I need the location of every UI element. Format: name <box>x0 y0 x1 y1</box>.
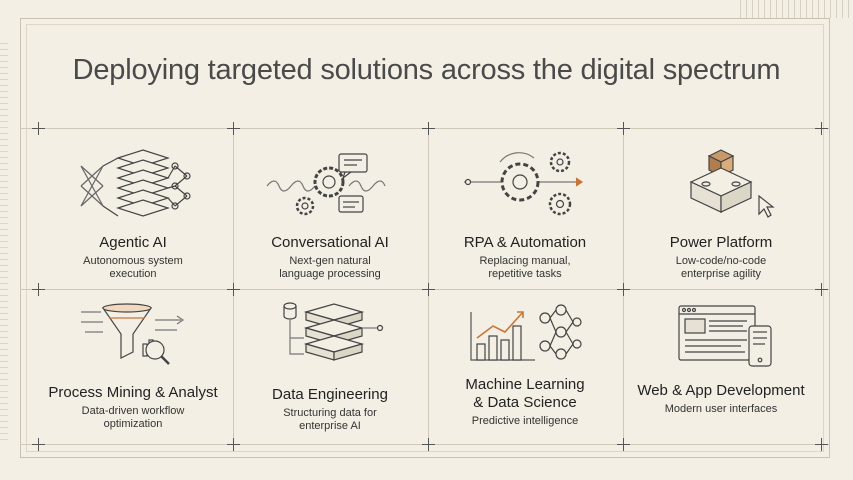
card-title: Agentic AI <box>99 234 167 251</box>
card-desc-line1: Structuring data for <box>283 407 377 419</box>
card-desc-line1: Autonomous system <box>83 255 183 267</box>
funnel-magnifier-icon <box>81 303 185 365</box>
card-rpa-automation: RPA & Automation Replacing manual, repet… <box>430 146 620 281</box>
outer-frame <box>20 18 830 458</box>
card-title: Web & App Development <box>637 382 805 399</box>
card-desc-line1: Replacing manual, <box>479 255 571 267</box>
card-process-mining: Process Mining & Analyst Data-driven wor… <box>38 298 228 431</box>
card-desc-line1: Low-code/no-code <box>675 255 767 267</box>
crosshair-icon <box>32 122 45 135</box>
crosshair-icon <box>32 283 45 296</box>
card-title: Conversational AI <box>271 234 389 251</box>
card-agentic-ai: Agentic AI Autonomous system execution <box>38 146 228 281</box>
card-desc-line1: Data-driven workflow <box>81 405 185 417</box>
card-desc-line1: Next-gen natural <box>289 255 371 267</box>
ruler-left <box>0 40 8 440</box>
browser-phone-icon <box>678 305 772 367</box>
crosshair-icon <box>422 122 435 135</box>
card-machine-learning: Machine Learning & Data Science Predicti… <box>430 298 620 428</box>
inner-frame <box>26 24 824 452</box>
card-data-engineering: Data Engineering Structuring data for en… <box>235 298 425 433</box>
crosshair-icon <box>815 122 828 135</box>
card-conversational-ai: Conversational AI Next-gen natural langu… <box>235 146 425 281</box>
crosshair-icon <box>227 122 240 135</box>
card-title: RPA & Automation <box>463 234 587 251</box>
card-title: Power Platform <box>669 234 773 251</box>
blocks-cursor-icon <box>689 149 775 218</box>
neural-network-icon <box>80 149 191 217</box>
ruler-top <box>740 0 853 18</box>
card-title-line2: & Data Science <box>473 394 577 411</box>
card-title-line1: Machine Learning <box>465 376 585 393</box>
card-desc-line1: Modern user interfaces <box>664 403 778 415</box>
crosshair-icon <box>422 438 435 451</box>
card-desc-line2: repetitive tasks <box>488 268 562 280</box>
page-title: Deploying targeted solutions across the … <box>72 54 781 86</box>
crosshair-icon <box>227 283 240 296</box>
crosshair-icon <box>617 122 630 135</box>
crosshair-icon <box>617 438 630 451</box>
card-desc-line1: Predictive intelligence <box>471 415 579 427</box>
card-web-app-development: Web & App Development Modern user interf… <box>626 298 816 416</box>
crosshair-icon <box>617 283 630 296</box>
card-title: Data Engineering <box>272 386 388 403</box>
card-desc-line2: enterprise agility <box>680 268 762 280</box>
growth-chart-network-icon <box>470 304 582 361</box>
crosshair-icon <box>815 283 828 296</box>
card-desc-line2: optimization <box>103 418 163 430</box>
card-desc-line2: execution <box>109 268 157 280</box>
crosshair-icon <box>422 283 435 296</box>
crosshair-icon <box>815 438 828 451</box>
gears-flow-icon <box>464 151 584 216</box>
crosshair-icon <box>32 438 45 451</box>
chat-gears-icon <box>266 153 386 216</box>
card-desc-line2: enterprise AI <box>299 420 361 432</box>
card-power-platform: Power Platform Low-code/no-code enterpri… <box>626 146 816 281</box>
crosshair-icon <box>227 438 240 451</box>
server-stack-icon <box>283 302 384 361</box>
card-title: Process Mining & Analyst <box>48 384 218 401</box>
card-desc-line2: language processing <box>279 268 381 280</box>
